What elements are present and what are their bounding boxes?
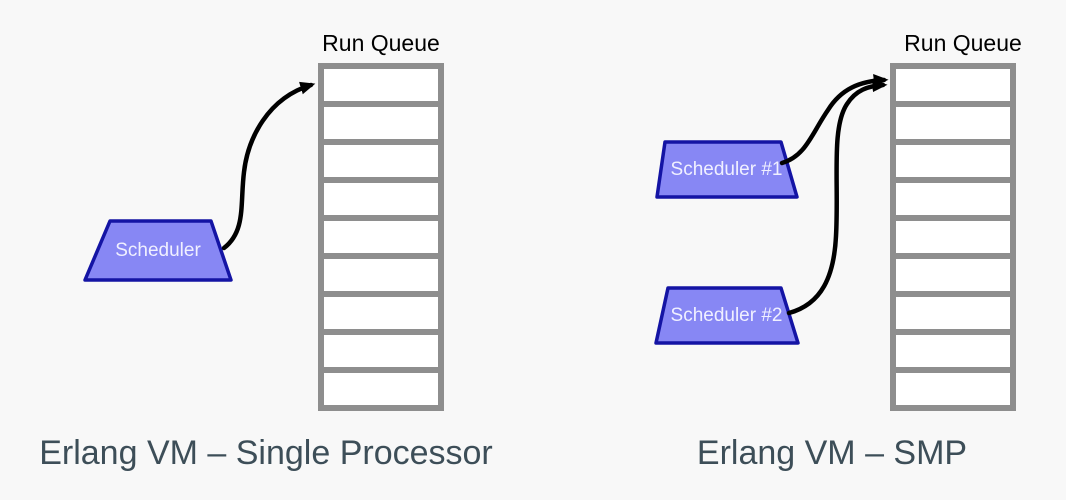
queue-cell	[896, 69, 1010, 101]
queue-cell	[896, 183, 1010, 215]
scheduler-1-label: Scheduler #1	[670, 158, 783, 180]
queue-cell	[896, 221, 1010, 253]
queue-cell	[324, 373, 438, 405]
diagram-caption-smp: Erlang VM – SMP	[696, 434, 968, 472]
queue-cell	[324, 297, 438, 329]
queue-cell	[896, 335, 1010, 367]
queue-cell	[324, 259, 438, 291]
queue-cell	[896, 259, 1010, 291]
run-queue-label-smp: Run Queue	[904, 30, 1022, 56]
diagram-caption-single: Erlang VM – Single Processor	[39, 434, 493, 472]
queue-cell	[896, 373, 1010, 405]
arrow-scheduler1-to-queue	[779, 74, 889, 166]
queue-cell	[324, 221, 438, 253]
queue-cell	[896, 297, 1010, 329]
queue-cell	[324, 145, 438, 177]
run-queue-label-single: Run Queue	[322, 30, 440, 56]
queue-cell	[324, 335, 438, 367]
scheduler-label-single: Scheduler	[115, 239, 201, 261]
queue-cell	[896, 145, 1010, 177]
queue-cell	[324, 69, 438, 101]
queue-cell	[324, 183, 438, 215]
arrow-scheduler-to-queue	[221, 81, 316, 251]
queue-cell	[896, 107, 1010, 139]
run-queue-smp	[890, 63, 1016, 411]
run-queue-single	[318, 63, 444, 411]
queue-cell	[324, 107, 438, 139]
scheduler-2-label: Scheduler #2	[670, 304, 783, 326]
arrow-scheduler2-to-queue	[786, 79, 888, 316]
